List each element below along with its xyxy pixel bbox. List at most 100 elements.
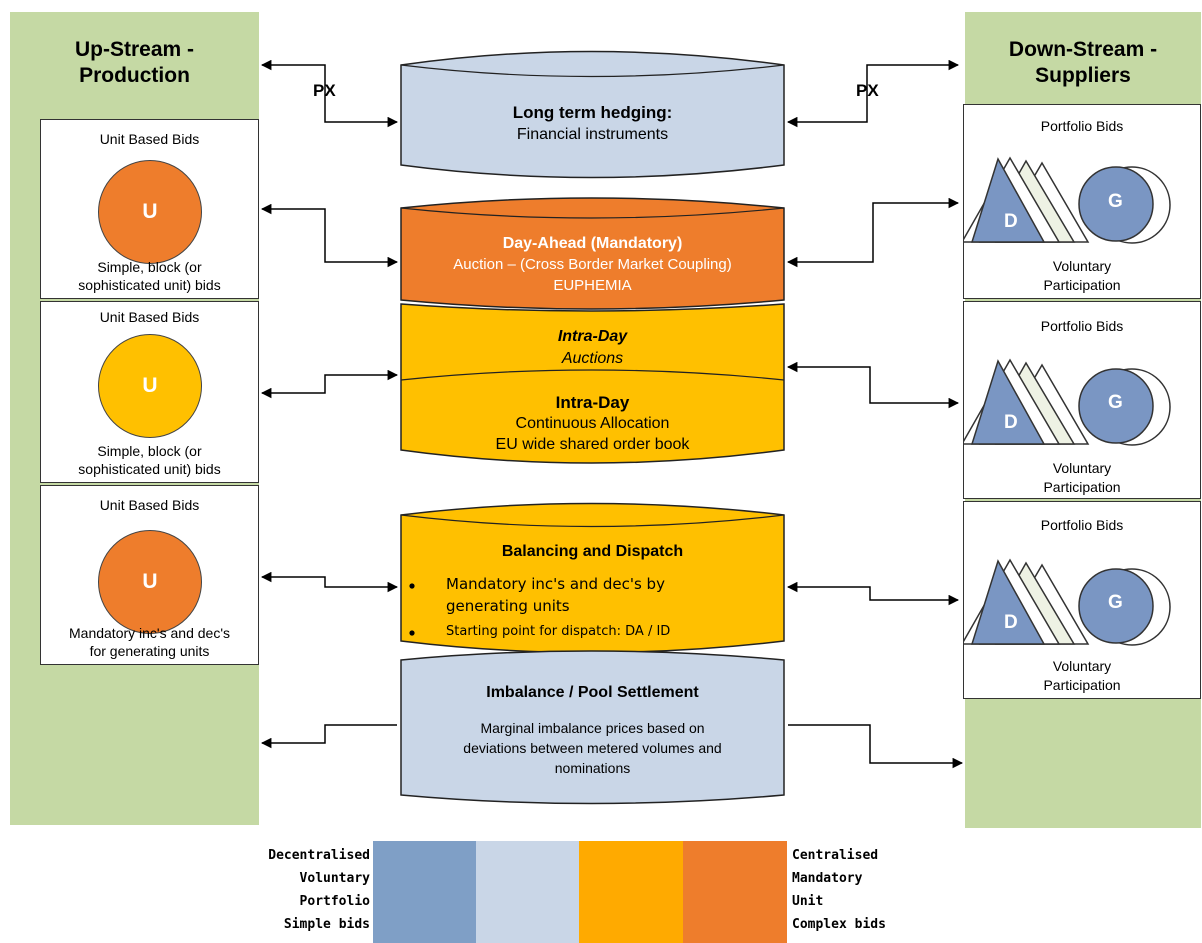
legend-left-1: Decentralised <box>268 848 370 863</box>
px-left-label: PX <box>313 81 336 100</box>
balancing-left-arrow <box>260 571 399 593</box>
legend-left-3: Portfolio <box>299 894 370 909</box>
px-right-arrow <box>786 59 960 128</box>
box-title: Portfolio Bids <box>1040 517 1124 533</box>
demand-generation-icon <box>964 156 1171 244</box>
day-ahead-title: Day-Ahead (Mandatory) <box>502 235 683 252</box>
box-title: Portfolio Bids <box>1040 318 1124 334</box>
balancing-right-arrow <box>786 581 960 606</box>
intraday-continuous-line2: EU wide shared order book <box>495 436 690 453</box>
balancing-bullet1: Mandatory inc's and dec's by generating … <box>446 573 665 617</box>
legend-left-4: Simple bids <box>283 917 370 932</box>
unit-bids-box-1: Unit Based Bids U Simple, block (or soph… <box>40 119 259 299</box>
upstream-title: Up-Stream - Production <box>10 37 259 89</box>
demand-d-label: D <box>1004 612 1018 633</box>
unit-bids-box-3: Unit Based Bids U Mandatory inc's and de… <box>40 485 259 665</box>
demand-d-label: D <box>1004 412 1018 433</box>
box-footer-2: Participation <box>1043 479 1121 495</box>
portfolio-bids-box-3: Portfolio Bids D G Voluntary Participati… <box>963 501 1201 699</box>
unit-u-icon: U <box>98 160 202 264</box>
box-footer-2: Participation <box>1043 677 1121 693</box>
day-ahead-line1: Auction – (Cross Border Market Coupling) <box>453 256 732 273</box>
balancing-bullet1a: Mandatory inc's and dec's by <box>446 575 665 593</box>
day-ahead-text: Day-Ahead (Mandatory) Auction – (Cross B… <box>401 233 784 296</box>
balancing-title: Balancing and Dispatch <box>501 543 684 560</box>
generation-g-label: G <box>1108 191 1123 212</box>
box-title: Unit Based Bids <box>99 131 200 147</box>
long-term-hedging-text: Long term hedging: Financial instruments <box>401 102 784 146</box>
demand-d-label: D <box>1004 211 1018 232</box>
intraday-auctions-line: Auctions <box>561 350 624 367</box>
balancing-bullet1b: generating units <box>446 597 570 615</box>
long-term-title: Long term hedging: <box>512 103 673 122</box>
px-left-arrow <box>260 59 399 128</box>
day-ahead-left-arrow <box>260 203 399 268</box>
demand-generation-icon <box>964 558 1171 646</box>
imbalance-body: Marginal imbalance prices based on devia… <box>401 718 784 778</box>
upstream-title-line1: Up-Stream - <box>74 38 195 61</box>
intraday-continuous-line1: Continuous Allocation <box>515 415 670 432</box>
box-footer-1: Voluntary <box>1052 658 1112 674</box>
downstream-title: Down-Stream - Suppliers <box>965 37 1201 89</box>
intraday-auctions-title: Intra-Day <box>557 328 628 345</box>
imbalance-right-arrow <box>788 724 964 769</box>
box-footer-1: Mandatory inc's and dec's <box>69 625 230 641</box>
intraday-continuous-title: Intra-Day <box>555 393 630 412</box>
box-title: Unit Based Bids <box>99 309 200 325</box>
day-ahead-cylinder <box>400 197 785 310</box>
imbalance-cylinder <box>400 650 785 805</box>
legend-right-labels: Centralised Mandatory Unit Complex bids <box>792 844 952 936</box>
legend-right-2: Mandatory <box>792 871 863 886</box>
upstream-title-line2: Production <box>79 64 190 87</box>
legend-swatch-3 <box>579 841 683 943</box>
box-footer-1: Voluntary <box>1052 460 1112 476</box>
long-term-line: Financial instruments <box>516 126 669 143</box>
legend-left-labels: Decentralised Voluntary Portfolio Simple… <box>230 844 370 936</box>
balancing-cylinder <box>400 502 785 654</box>
intraday-cylinder <box>400 303 785 464</box>
day-ahead-line2: EUPHEMIA <box>553 277 632 294</box>
day-ahead-right-arrow <box>786 197 960 268</box>
bullet-dot <box>409 630 415 636</box>
legend-swatch-4 <box>683 841 787 943</box>
box-footer-2: sophisticated unit) bids <box>78 461 221 477</box>
intraday-right-arrow <box>786 361 960 409</box>
box-footer-2: sophisticated unit) bids <box>78 277 221 293</box>
legend-left-2: Voluntary <box>299 871 370 886</box>
balancing-bullet2: Starting point for dispatch: DA / ID <box>446 624 671 639</box>
imbalance-title: Imbalance / Pool Settlement <box>486 684 699 701</box>
demand-generation-icon <box>964 358 1171 446</box>
legend-right-4: Complex bids <box>792 917 886 932</box>
legend-right-1: Centralised <box>792 848 879 863</box>
imbalance-line2: deviations between metered volumes and <box>463 740 722 756</box>
intraday-left-arrow <box>260 369 399 399</box>
unit-bids-box-2: Unit Based Bids U Simple, block (or soph… <box>40 301 259 483</box>
intraday-auctions-text: Intra-Day Auctions <box>401 326 784 370</box>
generation-g-label: G <box>1108 392 1123 413</box>
box-footer-1: Simple, block (or <box>97 259 202 275</box>
px-right-label: PX <box>856 81 879 100</box>
downstream-title-line2: Suppliers <box>1035 64 1131 87</box>
legend-swatch-2 <box>476 841 579 943</box>
imbalance-line1: Marginal imbalance prices based on <box>480 720 705 736</box>
imbalance-line3: nominations <box>554 760 631 776</box>
box-footer-1: Simple, block (or <box>97 443 202 459</box>
box-footer-2: Participation <box>1043 277 1121 293</box>
legend-right-3: Unit <box>792 894 824 909</box>
box-footer-2: for generating units <box>89 643 210 659</box>
unit-u-icon: U <box>98 334 202 438</box>
box-footer-1: Voluntary <box>1052 258 1112 274</box>
imbalance-left-arrow <box>260 724 397 749</box>
box-title: Portfolio Bids <box>1040 118 1124 134</box>
bullet-dot <box>409 583 415 589</box>
generation-g-label: G <box>1108 592 1123 613</box>
unit-u-icon: U <box>98 530 202 634</box>
portfolio-bids-box-2: Portfolio Bids D G Voluntary Participati… <box>963 301 1201 499</box>
intraday-continuous-text: Intra-Day Continuous Allocation EU wide … <box>401 392 784 455</box>
downstream-title-line1: Down-Stream - <box>1008 38 1158 61</box>
legend-swatch-1 <box>373 841 476 943</box>
portfolio-bids-box-1: Portfolio Bids D G Voluntary Participati… <box>963 104 1201 299</box>
long-term-hedging-cylinder <box>400 50 785 179</box>
box-title: Unit Based Bids <box>99 497 200 513</box>
